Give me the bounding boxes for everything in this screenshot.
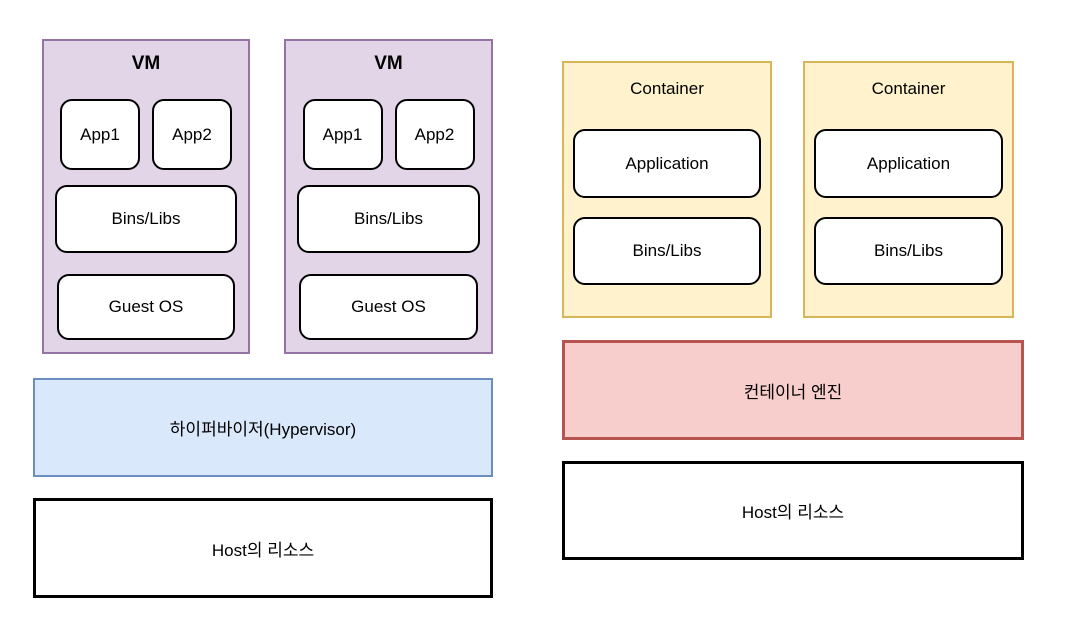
vm-title: VM (131, 53, 161, 74)
application-box: Application (814, 129, 1003, 198)
hypervisor-box: 하이퍼바이저(Hypervisor) (33, 378, 493, 477)
vm-apps-row: App1 App2 (296, 99, 481, 170)
bins-libs-box: Bins/Libs (814, 217, 1003, 285)
app1-box: App1 (302, 99, 383, 170)
vm-box-2: VM App1 App2 Bins/Libs Guest OS (284, 39, 493, 354)
bins-libs-box: Bins/Libs (573, 217, 761, 285)
container-engine-box: 컨테이너 엔진 (562, 340, 1024, 440)
app2-box: App2 (152, 99, 232, 170)
app1-box: App1 (60, 99, 140, 170)
container-box-2: Container Application Bins/Libs (803, 61, 1014, 318)
container-box-1: Container Application Bins/Libs (562, 61, 772, 318)
bins-libs-box: Bins/Libs (297, 185, 480, 253)
vm-apps-row: App1 App2 (54, 99, 238, 170)
vm-box-1: VM App1 App2 Bins/Libs Guest OS (42, 39, 250, 354)
guest-os-box: Guest OS (57, 273, 235, 340)
host-resources-box-left: Host의 리소스 (33, 498, 493, 598)
bins-libs-box: Bins/Libs (55, 185, 237, 253)
container-title: Container (871, 79, 946, 98)
vm-title: VM (374, 53, 403, 74)
application-box: Application (573, 129, 761, 198)
host-resources-box-right: Host의 리소스 (562, 461, 1024, 560)
container-title: Container (630, 79, 704, 98)
guest-os-box: Guest OS (299, 273, 478, 340)
app2-box: App2 (394, 99, 475, 170)
